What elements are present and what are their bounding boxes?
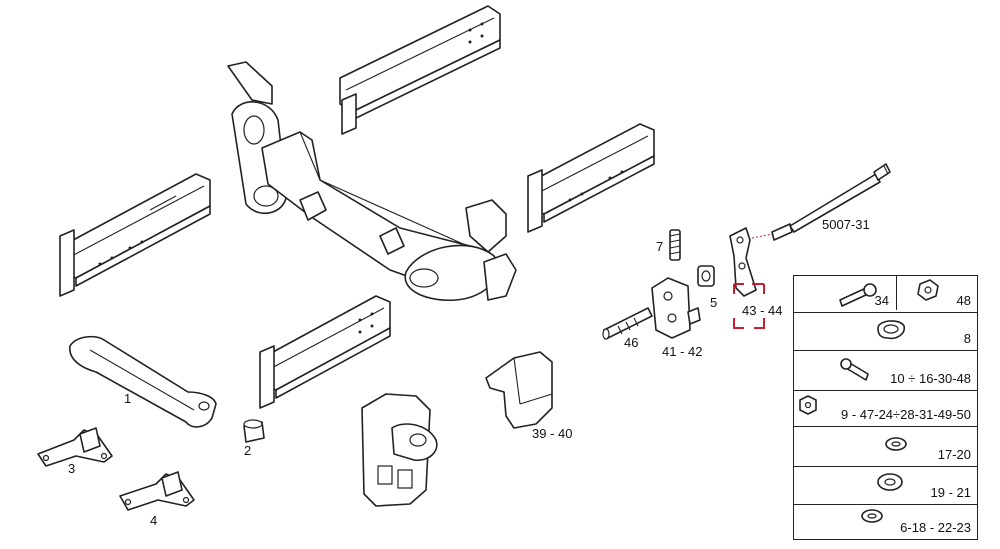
frame-rail-bottom <box>259 295 391 409</box>
crossmember <box>227 61 517 302</box>
callout-1: 1 <box>124 391 132 406</box>
hardware-legend: 34 48 8 10 ÷ 16-30-48 9 - 47-24÷28-31-49… <box>793 275 978 540</box>
legend-row-3: 10 ÷ 16-30-48 <box>794 350 977 390</box>
callout-39-40: 39 - 40 <box>532 426 573 441</box>
washer-19-icon <box>877 473 903 491</box>
part-5007-31-cable <box>751 163 891 241</box>
legend-row-5: 17-20 <box>794 426 977 466</box>
legend-label-48: 48 <box>956 293 971 308</box>
washer-6-icon <box>861 509 883 523</box>
nut-9-icon <box>799 395 817 415</box>
part-1-cross-bar <box>69 335 217 428</box>
highlight-43-44 <box>733 283 765 329</box>
callout-4: 4 <box>150 513 158 528</box>
part-41-42-bracket <box>651 277 701 339</box>
legend-row-2: 8 <box>794 312 977 350</box>
bolt-10-icon <box>840 358 869 381</box>
frame-rail-top <box>339 5 501 135</box>
part-2-bushing <box>243 419 265 443</box>
legend-label-8: 8 <box>963 331 971 346</box>
clip-8-icon <box>877 320 906 340</box>
part-3-bracket <box>37 427 113 467</box>
callout-46: 46 <box>624 335 639 350</box>
part-39-40-bracket <box>485 351 553 429</box>
callout-41-42: 41 - 42 <box>662 344 703 359</box>
legend-row-1: 34 48 <box>794 276 977 312</box>
part-43-44-plate <box>729 227 757 297</box>
part-7-threaded-pin <box>669 229 681 261</box>
legend-row-4: 9 - 47-24÷28-31-49-50 <box>794 390 977 426</box>
legend-label-17: 17-20 <box>937 447 971 462</box>
bolt-34-icon <box>839 283 877 307</box>
callout-5: 5 <box>710 295 718 310</box>
legend-label-19: 19 - 21 <box>930 485 971 500</box>
callout-43-44: 43 - 44 <box>742 303 783 318</box>
washer-17-icon <box>885 437 907 451</box>
frame-rail-right <box>527 123 655 233</box>
callout-7: 7 <box>656 239 664 254</box>
legend-divider <box>896 276 897 310</box>
nut-48-icon <box>917 279 939 301</box>
legend-label-34: 34 <box>874 293 889 308</box>
legend-row-6: 19 - 21 <box>794 466 977 504</box>
tow-hitch <box>361 393 438 507</box>
part-46-stud <box>602 307 653 340</box>
callout-5007-31: 5007-31 <box>822 217 870 232</box>
callout-2: 2 <box>244 443 252 458</box>
legend-icons <box>799 279 939 523</box>
frame-rail-left <box>59 173 211 297</box>
legend-label-9: 9 - 47-24÷28-31-49-50 <box>841 407 971 422</box>
part-4-bracket <box>119 471 195 511</box>
legend-row-7: 6-18 - 22-23 <box>794 504 977 539</box>
callout-3: 3 <box>68 461 76 476</box>
legend-label-6: 6-18 - 22-23 <box>900 520 971 535</box>
legend-label-10: 10 ÷ 16-30-48 <box>890 371 971 386</box>
part-5-bushing <box>697 265 715 287</box>
